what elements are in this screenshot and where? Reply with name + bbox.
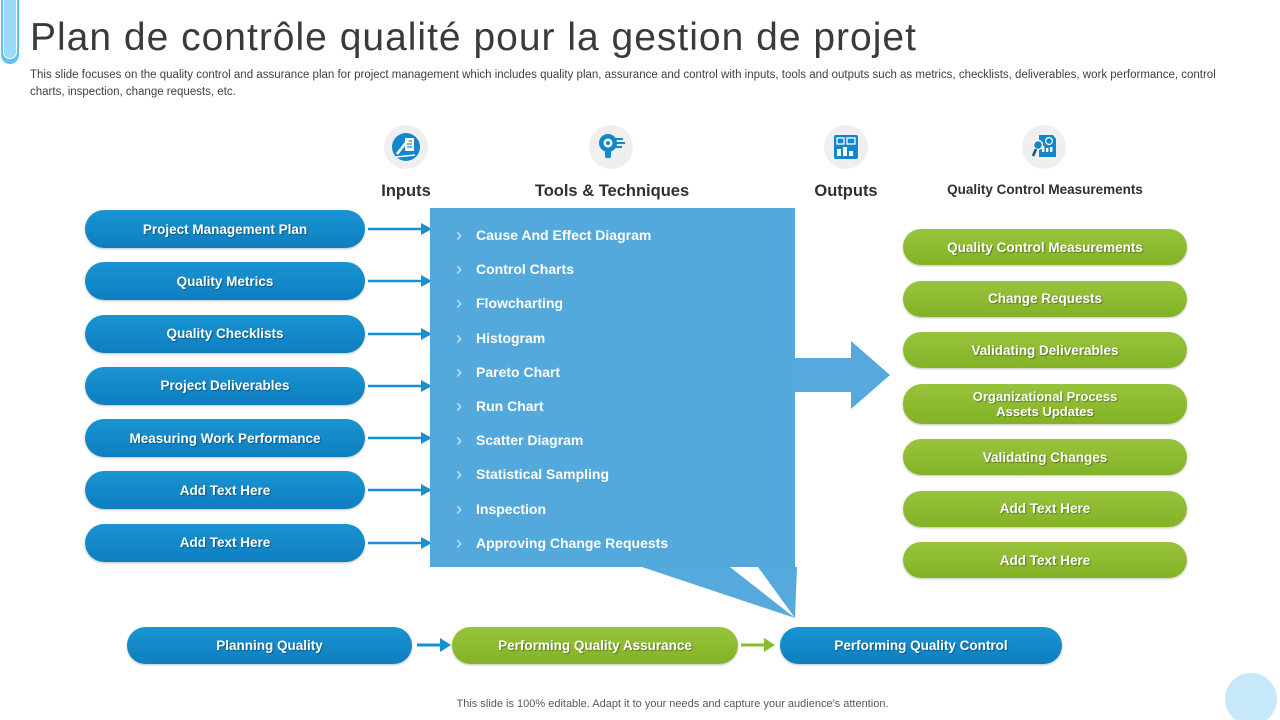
chevron-right-icon: › — [456, 361, 462, 382]
output-pill[interactable]: Quality Control Measurements — [903, 229, 1187, 265]
input-row: Project Management Plan — [85, 210, 432, 248]
tool-item: › Histogram — [456, 321, 795, 355]
bookmark-ribbon-icon — [3, 0, 17, 59]
document-pencil-icon — [384, 125, 428, 169]
chevron-right-icon: › — [456, 293, 462, 314]
editable-note: This slide is 100% editable. Adapt it to… — [456, 698, 889, 710]
tool-item-label: Statistical Sampling — [476, 466, 610, 483]
input-pill[interactable]: Project Deliverables — [85, 366, 365, 405]
magnifier-report-icon — [1022, 125, 1066, 169]
inputs-list: Project Management Plan Quality Metrics … — [85, 210, 432, 562]
tool-item-label: Approving Change Requests — [476, 534, 669, 551]
output-pill-label: Quality Control Measurements — [947, 239, 1143, 255]
output-pill-label: Validating Deliverables — [971, 342, 1119, 358]
tool-item: › Scatter Diagram — [456, 423, 795, 457]
output-pill-label: Change Requests — [987, 291, 1103, 306]
tool-item-label: Pareto Chart — [476, 363, 561, 380]
tool-item-label: Control Charts — [476, 261, 574, 278]
output-pill[interactable]: Validating Changes — [903, 439, 1187, 475]
column-header-outputs: Outputs — [814, 182, 878, 200]
arrow-right-icon — [368, 379, 432, 392]
bulb-gear-icon — [589, 125, 633, 169]
input-row: Add Text Here — [85, 471, 432, 510]
input-row: Quality Metrics — [85, 262, 432, 301]
arrow-right-icon — [368, 275, 432, 288]
input-row: Project Deliverables — [85, 366, 432, 405]
process-step-pill[interactable]: Performing Quality Assurance — [452, 627, 738, 664]
output-pill[interactable]: Organizational Process Assets Updates — [903, 383, 1187, 424]
tool-item: › Flowcharting — [456, 286, 795, 320]
output-pill[interactable]: Validating Deliverables — [903, 332, 1187, 368]
input-row: Add Text Here — [85, 523, 432, 562]
tool-item: › Approving Change Requests — [456, 526, 795, 560]
input-pill[interactable]: Project Management Plan — [85, 210, 365, 248]
decorative-circle — [1225, 673, 1277, 720]
output-pill-label: Organizational Process Assets Updates — [972, 388, 1118, 419]
arrow-right-icon — [368, 223, 432, 235]
output-pill-label: Validating Changes — [982, 449, 1108, 465]
process-step-label: Performing Quality Assurance — [498, 638, 692, 653]
input-pill[interactable]: Quality Checklists — [85, 314, 365, 353]
chevron-right-icon: › — [456, 532, 462, 553]
arrow-right-icon — [368, 327, 432, 340]
input-pill[interactable]: Add Text Here — [85, 523, 365, 562]
input-pill[interactable]: Measuring Work Performance — [85, 419, 365, 458]
tool-item: › Control Charts — [456, 252, 795, 286]
tool-item-label: Histogram — [476, 329, 546, 346]
process-step-pill[interactable]: Performing Quality Control — [780, 627, 1062, 664]
output-pill[interactable]: Change Requests — [903, 280, 1187, 317]
input-pill-label: Quality Metrics — [176, 273, 274, 289]
process-step-label: Performing Quality Control — [834, 638, 1008, 653]
chevron-right-icon: › — [456, 464, 462, 485]
input-pill-label: Add Text Here — [179, 535, 271, 551]
slide-description: This slide focuses on the quality contro… — [30, 69, 1216, 98]
input-row: Measuring Work Performance — [85, 419, 432, 458]
output-pill[interactable]: Add Text Here — [903, 542, 1187, 578]
input-pill-label: Add Text Here — [179, 482, 271, 498]
chart-board-icon — [824, 125, 868, 169]
chevron-right-icon: › — [456, 225, 462, 246]
tool-item: › Pareto Chart — [456, 355, 795, 389]
page-title: Plan de contrôle qualité pour la gestion… — [30, 16, 917, 59]
tool-item: › Statistical Sampling — [456, 457, 795, 491]
input-pill[interactable]: Add Text Here — [85, 471, 365, 510]
column-header-inputs: Inputs — [381, 182, 431, 200]
process-step-pill[interactable]: Planning Quality — [127, 627, 412, 664]
arrow-right-icon — [741, 638, 775, 652]
tool-item-label: Scatter Diagram — [476, 432, 584, 449]
column-header-measurements: Quality Control Measurements — [947, 182, 1143, 197]
arrow-right-icon — [417, 638, 451, 652]
big-right-arrow-icon — [795, 341, 890, 409]
input-row: Quality Checklists — [85, 314, 432, 353]
tools-techniques-panel: › Cause And Effect Diagram › Control Cha… — [430, 208, 795, 567]
input-pill-label: Quality Checklists — [166, 326, 284, 342]
tool-item-label: Run Chart — [476, 398, 544, 415]
tool-item: › Inspection — [456, 492, 795, 526]
tool-item: › Run Chart — [456, 389, 795, 423]
input-pill-label: Project Management Plan — [142, 221, 308, 237]
tool-item: › Cause And Effect Diagram — [456, 218, 795, 252]
chevron-right-icon: › — [456, 327, 462, 348]
chevron-right-icon: › — [456, 498, 462, 519]
input-pill-label: Project Deliverables — [160, 378, 290, 394]
arrow-right-icon — [368, 432, 432, 445]
output-pill-label: Add Text Here — [999, 501, 1091, 516]
process-step-label: Planning Quality — [216, 638, 323, 653]
tool-item-label: Cause And Effect Diagram — [476, 227, 652, 244]
arrow-right-icon — [368, 536, 432, 549]
chevron-right-icon: › — [456, 396, 462, 417]
input-pill-label: Measuring Work Performance — [129, 430, 321, 446]
chevron-right-icon: › — [456, 430, 462, 451]
tool-item-label: Flowcharting — [476, 295, 564, 312]
arrow-right-icon — [368, 484, 432, 497]
output-pill-label: Add Text Here — [999, 552, 1091, 568]
column-header-tools: Tools & Techniques — [534, 182, 690, 200]
input-pill[interactable]: Quality Metrics — [85, 262, 365, 301]
chevron-right-icon: › — [456, 259, 462, 280]
output-pill[interactable]: Add Text Here — [903, 490, 1187, 527]
tool-item-label: Inspection — [476, 500, 547, 517]
